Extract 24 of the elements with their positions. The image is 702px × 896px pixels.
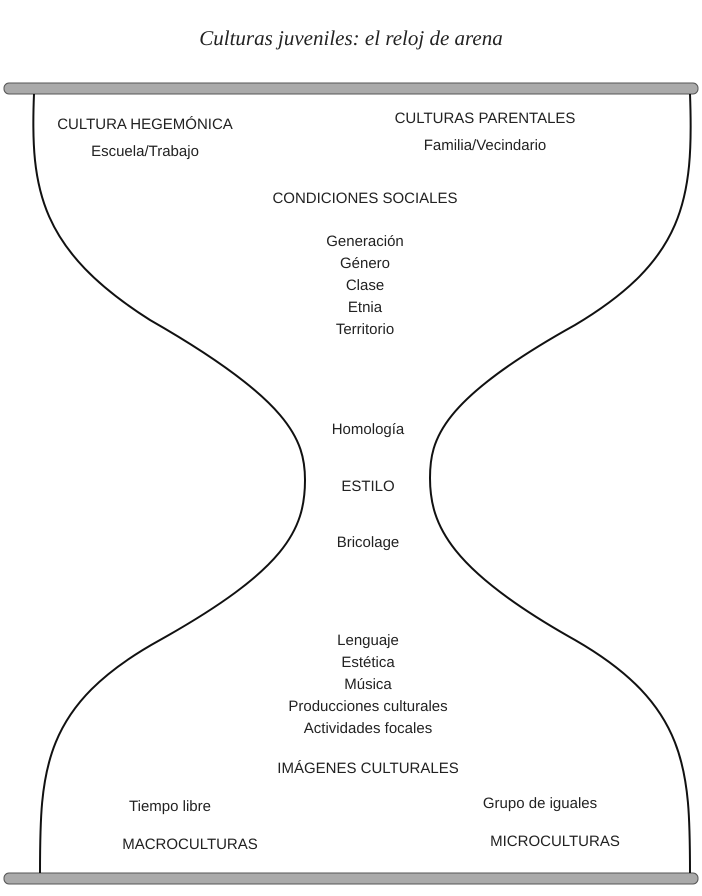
item-label: Tiempo libre: [129, 798, 211, 816]
diagram-title: Culturas juveniles: el reloj de arena: [199, 26, 503, 51]
item-label: Territorio: [336, 321, 394, 339]
item-label: Música: [344, 676, 392, 694]
item-label: Generación: [326, 233, 404, 251]
item-label: Clase: [346, 277, 384, 295]
item-label: Grupo de iguales: [482, 795, 598, 813]
item-label: Bricolage: [336, 534, 400, 552]
item-label: Estética: [341, 654, 395, 672]
item-label: Familia/Vecindario: [424, 137, 546, 155]
heading-label: IMÁGENES CULTURALES: [277, 760, 459, 778]
heading-label: CULTURA HEGEMÓNICA: [57, 116, 233, 134]
item-label: Etnia: [348, 299, 382, 317]
item-label: Género: [340, 255, 390, 273]
heading-label: ESTILO: [341, 478, 395, 496]
item-label: Producciones culturales: [288, 698, 448, 716]
heading-label: MACROCULTURAS: [122, 836, 258, 854]
item-label: Escuela/Trabajo: [91, 143, 199, 161]
item-label: Homología: [332, 421, 404, 439]
heading-label: CONDICIONES SOCIALES: [272, 190, 458, 208]
item-label: Lenguaje: [337, 632, 399, 650]
heading-label: MICROCULTURAS: [490, 833, 620, 851]
item-label: Actividades focales: [304, 720, 432, 738]
heading-label: CULTURAS PARENTALES: [394, 110, 576, 128]
